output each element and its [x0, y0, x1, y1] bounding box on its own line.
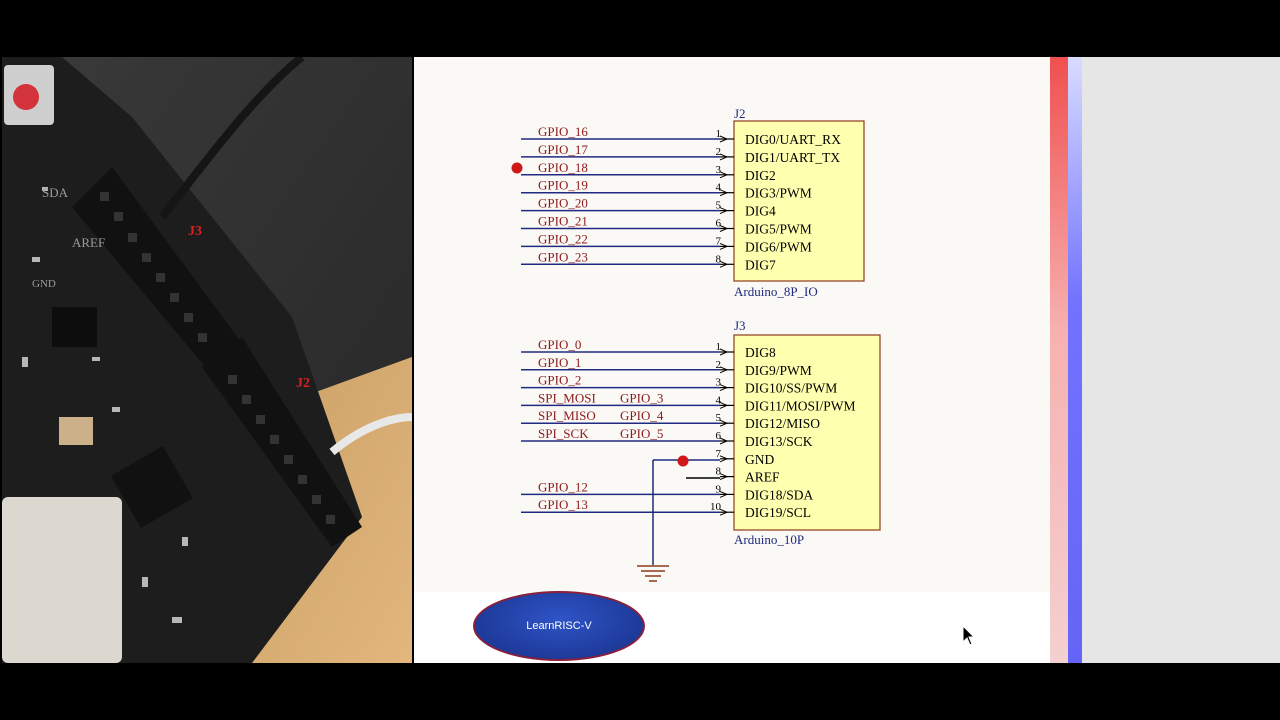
j3-pin-number-10: 10: [710, 501, 722, 513]
j3-pin-number-3: 3: [716, 377, 722, 389]
j3-pin-arrow-4: [719, 401, 729, 409]
j2-pin-number-2: 2: [716, 146, 722, 158]
j3-net-label-1: GPIO_0: [538, 337, 581, 352]
j3-net-label-4: SPI_MOSI: [538, 390, 596, 405]
j3-pin-number-9: 9: [716, 483, 722, 495]
j2-pin-number-6: 6: [716, 218, 722, 230]
j3-pin-arrow-8: [719, 473, 729, 481]
j2-pin-name-1: DIG0/UART_RX: [745, 132, 841, 147]
j2-net-label-5: GPIO_20: [538, 196, 588, 211]
side-panel: [1082, 57, 1280, 663]
board-silk-text-1: AREF: [72, 235, 105, 250]
window-edge-red: [1050, 57, 1068, 663]
j2-pin-number-8: 8: [716, 253, 722, 265]
board-photo: SDA AREF GND J3 J2: [2, 57, 412, 663]
j3-pin-name-2: DIG9/PWM: [745, 363, 812, 378]
j2-pin-name-2: DIG1/UART_TX: [745, 150, 840, 165]
j2-net-label-1: GPIO_16: [538, 124, 588, 139]
window-edge-blue: [1068, 57, 1082, 663]
j2-symbol-box: [733, 120, 865, 282]
j3-pin-name-5: DIG12/MISO: [745, 416, 820, 431]
j2-net-label-3: GPIO_18: [538, 160, 588, 175]
j3-net-label2-5: GPIO_4: [620, 408, 664, 423]
j3-net-label-2: GPIO_1: [538, 355, 581, 370]
j3-part-name: Arduino_10P: [734, 532, 804, 547]
j3-net-label-3: GPIO_2: [538, 373, 581, 388]
j2-net-label-6: GPIO_21: [538, 214, 588, 229]
j2-pin-arrow-3: [719, 171, 729, 179]
j2-pin-number-7: 7: [716, 235, 722, 247]
j3-pin-name-4: DIG11/MOSI/PWM: [745, 398, 856, 413]
j2-pin-name-4: DIG3/PWM: [745, 186, 812, 201]
j2-pin-arrow-7: [719, 242, 729, 250]
j3-pin-arrow-1: [719, 348, 729, 356]
j2-pin-name-5: DIG4: [745, 204, 776, 219]
j3-net-label2-4: GPIO_3: [620, 390, 663, 405]
j3-pin-arrow-6: [719, 437, 729, 445]
j3-pin-number-2: 2: [716, 359, 722, 371]
j2-pin-number-5: 5: [716, 200, 722, 212]
j2-part-name: Arduino_8P_IO: [734, 284, 818, 299]
j3-symbol-box: [733, 334, 881, 531]
j2-net-label-7: GPIO_22: [538, 231, 588, 246]
j3-label: J3: [188, 224, 202, 239]
j3-pin-arrow-7: [719, 455, 729, 463]
j3-pin-number-7: 7: [716, 448, 722, 460]
learnriscv-logo: LearnRISC-V: [473, 591, 645, 661]
j2-pin-name-6: DIG5/PWM: [745, 222, 812, 237]
j2-pin-arrow-4: [719, 189, 729, 197]
j3-pin-name-10: DIG19/SCL: [745, 505, 811, 520]
j3-net-label-5: SPI_MISO: [538, 408, 596, 423]
j3-net-label-10: GPIO_13: [538, 497, 588, 512]
j2-net-label-8: GPIO_23: [538, 249, 588, 264]
j3-ref: J3: [734, 318, 746, 333]
j3-pin-arrow-10: [719, 508, 729, 516]
j2-pin-arrow-2: [719, 153, 729, 161]
j2-pin-name-8: DIG7: [745, 257, 776, 272]
j3-net-label-9: GPIO_12: [538, 479, 588, 494]
j3-pin-arrow-5: [719, 419, 729, 427]
board-silk-text-2: GND: [32, 278, 56, 290]
j3-pin-number-5: 5: [716, 412, 722, 424]
j3-pin-name-3: DIG10/SS/PWM: [745, 381, 837, 396]
j3-pin-number-4: 4: [716, 394, 722, 406]
gnd-probe-dot: [677, 455, 689, 467]
j2-pin-arrow-5: [719, 207, 729, 215]
j3-pin-number-8: 8: [716, 466, 722, 478]
j3-pin-arrow-3: [719, 384, 729, 392]
j2-ref: J2: [734, 106, 746, 121]
gpio18-probe-dot: [511, 162, 523, 174]
j3-pin-name-6: DIG13/SCK: [745, 434, 813, 449]
j3-pin-number-1: 1: [716, 341, 722, 353]
j2-pin-number-4: 4: [716, 182, 722, 194]
mouse-cursor-icon: [962, 624, 976, 652]
j2-pin-arrow-1: [719, 135, 729, 143]
j3-pin-arrow-9: [719, 490, 729, 498]
j2-pin-number-1: 1: [716, 128, 722, 140]
j2-pin-name-7: DIG6/PWM: [745, 239, 812, 254]
j2-pin-arrow-8: [719, 260, 729, 268]
j2-net-label-2: GPIO_17: [538, 142, 588, 157]
board-silk-text-0: SDA: [42, 185, 69, 200]
j3-pin-arrow-2: [719, 366, 729, 374]
j2-pin-arrow-6: [719, 225, 729, 232]
j2-pin-name-3: DIG2: [745, 168, 776, 183]
j3-pin-number-6: 6: [716, 430, 722, 442]
j3-net-label-6: SPI_SCK: [538, 426, 589, 441]
j2-net-label-4: GPIO_19: [538, 178, 588, 193]
ground-symbol: [637, 565, 669, 582]
j2-label: J2: [296, 376, 310, 391]
j3-net-label2-6: GPIO_5: [620, 426, 663, 441]
logo-label: LearnRISC-V: [526, 620, 592, 632]
j3-pin-name-1: DIG8: [745, 345, 776, 360]
j2-pin-number-3: 3: [716, 164, 722, 176]
j3-pin-name-9: DIG18/SDA: [745, 487, 814, 502]
j3-pin-name-8: AREF: [745, 470, 780, 485]
j3-pin-name-7: GND: [745, 452, 774, 467]
